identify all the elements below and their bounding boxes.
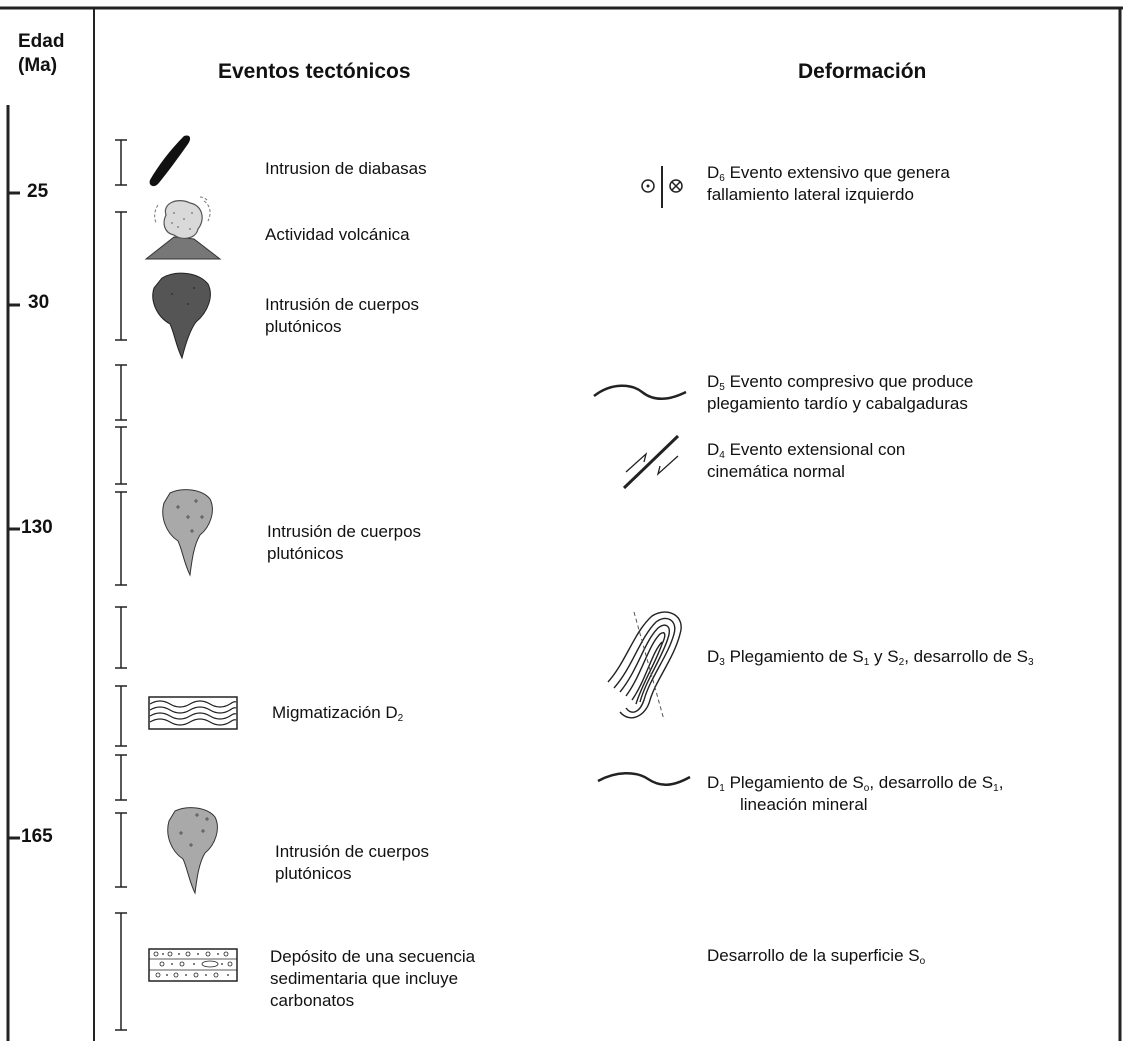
s-fold-icon <box>607 611 682 721</box>
age-tick-label: 25 <box>27 181 49 202</box>
age-tick-label: 30 <box>28 292 50 313</box>
pluton-light-icon <box>162 489 213 577</box>
age-tick-label: 130 <box>21 517 53 538</box>
sediment-icon <box>148 948 238 982</box>
age-column-header: Edad (Ma) <box>18 31 65 76</box>
deformation-d0-text: Desarrollo de la superficie So <box>707 946 926 967</box>
deformation-d6-text: D6 Evento extensivo que genera fallamien… <box>707 163 950 204</box>
deformation-header: Deformación <box>798 60 927 83</box>
deformation-d3-text: D3 Plegamiento de S1 y S2, desarrollo de… <box>707 647 1034 668</box>
normal-fault-icon <box>622 434 680 490</box>
pluton-light-icon <box>167 807 218 895</box>
migmatite-icon <box>148 696 238 730</box>
event-volcanic-text: Actividad volcánica <box>265 225 410 244</box>
wave-fold-icon <box>597 772 691 786</box>
deformation-d1-text: D1 Plegamiento de So, desarrollo de S1, … <box>707 773 1004 814</box>
deformation-d4-text: D4 Evento extensional con cinemática nor… <box>707 440 906 481</box>
age-tick-label: 165 <box>21 826 53 847</box>
event-migmatization-text: Migmatización D2 <box>272 703 404 724</box>
events-header: Eventos tectónicos <box>218 60 411 83</box>
wave-fold-icon <box>593 384 687 400</box>
pluton-dark-icon <box>152 272 211 360</box>
event-diabase-text: Intrusion de diabasas <box>265 159 427 178</box>
volcano-icon <box>144 196 222 260</box>
strike-slip-fault-icon <box>641 166 683 208</box>
deformation-d5-text: D5 Evento compresivo que produce plegami… <box>707 372 974 413</box>
diabase-dike-icon <box>149 135 191 187</box>
